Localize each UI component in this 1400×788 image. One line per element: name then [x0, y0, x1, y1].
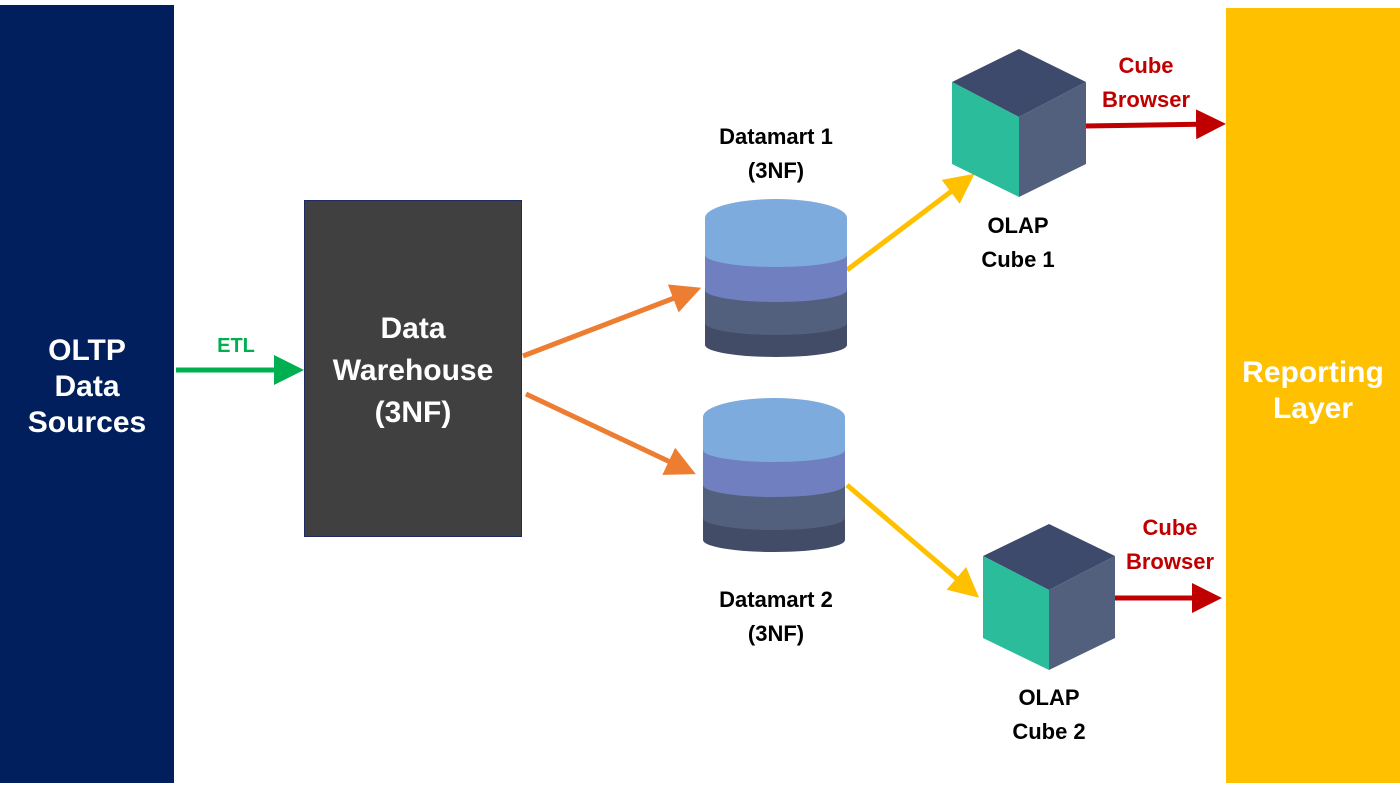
data-warehouse-box — [304, 200, 522, 537]
cube-1-browser-arrow — [1083, 109, 1226, 140]
oltp-label-line-1: OLTP — [48, 334, 126, 367]
datamart-2-label-line-2: (3NF) — [747, 621, 805, 647]
cube-browser-1-label-line-2: Browser — [1101, 87, 1191, 113]
reporting-layer-panel — [1226, 8, 1400, 783]
datamart-2-label: Datamart 2 (3NF) — [676, 583, 876, 651]
etl-label: ETL — [217, 335, 255, 357]
olap-cube-2-label-line-2: Cube 2 — [1012, 719, 1086, 745]
olap-cube-2-icon — [983, 524, 1115, 670]
olap-cube-2-label: OLAP Cube 2 — [969, 681, 1129, 749]
reporting-layer-label: Reporting Layer — [1226, 355, 1400, 427]
olap-cube-1-label-line-2: Cube 1 — [981, 247, 1055, 273]
cube-browser-2-label-line-1: Cube — [1142, 515, 1198, 540]
reporting-label-line-1: Reporting — [1242, 356, 1384, 389]
warehouse-label-line-1: Data — [380, 312, 446, 345]
datamart-1-to-cube-1-arrow — [845, 173, 975, 272]
cube-browser-1-label-line-1: Cube — [1118, 53, 1174, 78]
oltp-label-line-2: Data — [54, 370, 120, 403]
oltp-data-sources-panel — [0, 5, 174, 783]
datamart-2-to-cube-2-arrow — [845, 483, 980, 598]
cube-browser-2-label-line-2: Browser — [1125, 549, 1215, 575]
olap-cube-1-label-line-1: OLAP — [987, 213, 1049, 238]
cube-browser-1-label: Cube Browser — [1081, 49, 1211, 117]
data-warehouse-label: Data Warehouse (3NF) — [304, 308, 522, 434]
reporting-label-line-2: Layer — [1272, 392, 1354, 425]
datamart-1-label-line-1: Datamart 1 — [719, 124, 833, 149]
datamart-1-database-icon — [705, 199, 847, 357]
datamart-2-label-line-1: Datamart 2 — [719, 587, 833, 612]
warehouse-label-line-3: (3NF) — [374, 396, 452, 429]
olap-cube-2-label-line-1: OLAP — [1018, 685, 1080, 710]
warehouse-to-datamart-2-arrow — [524, 391, 696, 475]
datamart-2-database-icon — [703, 398, 845, 552]
datamart-1-label-line-2: (3NF) — [747, 158, 805, 184]
oltp-label-line-3: Sources — [27, 406, 147, 439]
warehouse-label-line-2: Warehouse — [332, 354, 494, 387]
olap-cube-1-label: OLAP Cube 1 — [938, 209, 1098, 277]
oltp-data-sources-label: OLTP Data Sources — [0, 333, 174, 441]
datamart-1-label: Datamart 1 (3NF) — [676, 120, 876, 188]
olap-cube-1-icon — [952, 49, 1086, 197]
warehouse-to-datamart-1-arrow — [522, 284, 702, 359]
cube-browser-2-label: Cube Browser — [1105, 511, 1235, 579]
